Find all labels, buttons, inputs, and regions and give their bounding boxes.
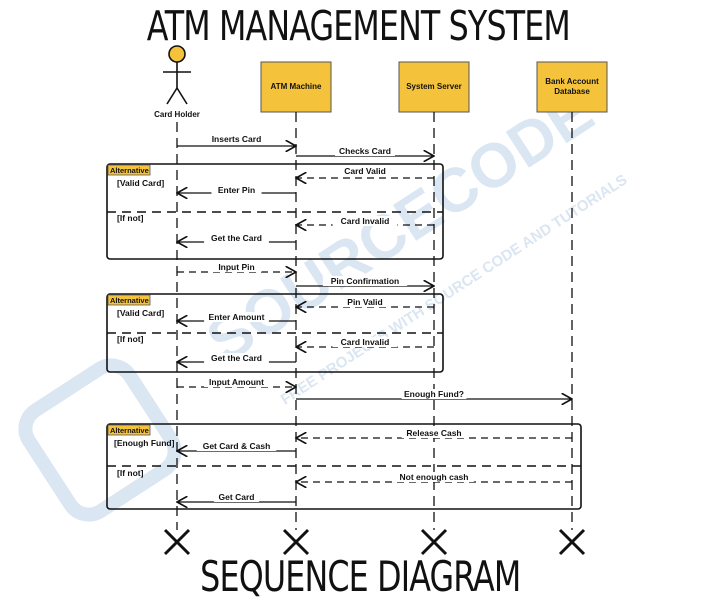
message-arrow: Pin Confirmation xyxy=(296,276,434,286)
message-label: Get Card & Cash xyxy=(203,441,271,451)
message-label: Not enough cash xyxy=(400,472,469,482)
frame-tag-label: Alternative xyxy=(110,296,149,305)
frame-guard: [If not] xyxy=(117,213,144,223)
message-arrow: Inserts Card xyxy=(177,134,296,146)
destroy-x-icon xyxy=(163,528,191,556)
actor-head-icon xyxy=(168,45,186,63)
message-label: Card Invalid xyxy=(341,216,390,226)
lifeline-label: System Server xyxy=(406,82,462,91)
message-arrow: Enter Pin xyxy=(177,185,296,195)
message-arrow: Enter Amount xyxy=(177,312,296,322)
message-arrow: Enough Fund? xyxy=(296,389,572,399)
alt-frame: Alternative [Valid Card] [If not] xyxy=(106,163,444,260)
frame-guard: [Valid Card] xyxy=(117,178,164,188)
diagram-subtitle: SEQUENCE DIAGRAM xyxy=(200,552,521,601)
destroy-x-icon xyxy=(420,528,448,556)
message-arrow: Pin Valid xyxy=(296,297,434,307)
destroy-x-icon xyxy=(558,528,586,556)
frame-guard: [Enough Fund] xyxy=(114,438,175,448)
message-label: Enter Pin xyxy=(218,185,255,195)
message-label: Pin Valid xyxy=(347,297,382,307)
message-label: Get the Card xyxy=(211,233,262,243)
message-label: Checks Card xyxy=(339,146,391,156)
destroy-x-icon xyxy=(282,528,310,556)
frame-guard: [If not] xyxy=(117,468,144,478)
message-arrow: Card Invalid xyxy=(296,337,434,347)
message-arrow: Checks Card xyxy=(296,146,434,156)
message-arrow: Get the Card xyxy=(177,233,296,243)
lifeline-atm: ATM Machine xyxy=(260,61,332,530)
lifeline-box xyxy=(536,61,608,113)
watermark-logo-icon xyxy=(18,358,182,522)
message-arrow: Get the Card xyxy=(177,353,296,363)
message-label: Get Card xyxy=(219,492,255,502)
message-arrow: Release Cash xyxy=(296,428,572,438)
frame-border xyxy=(106,423,582,510)
message-label: Pin Confirmation xyxy=(331,276,399,286)
message-arrow: Get Card & Cash xyxy=(177,441,296,451)
message-arrow: Not enough cash xyxy=(296,472,572,482)
message-label: Input Amount xyxy=(209,377,264,387)
diagram-title: ATM MANAGEMENT SYSTEM xyxy=(146,2,571,50)
message-arrow: Input Pin xyxy=(177,262,296,272)
alt-frame: Alternative [Valid Card] [If not] xyxy=(106,293,444,373)
message-label: Card Invalid xyxy=(341,337,390,347)
message-label: Input Pin xyxy=(218,262,254,272)
lifeline-label: ATM Machine xyxy=(271,82,323,91)
actor-card-holder: Card Holder xyxy=(154,45,200,119)
message-label: Enter Amount xyxy=(209,312,265,322)
frame-tag xyxy=(107,164,151,176)
message-arrow: Input Amount xyxy=(177,377,296,387)
frame-tag xyxy=(107,294,151,306)
lifeline-label: Database xyxy=(554,87,590,96)
message-arrow: Get Card xyxy=(177,492,296,502)
lifeline-box xyxy=(398,61,470,113)
message-label: Inserts Card xyxy=(212,134,262,144)
lifeline-label: Bank Account xyxy=(545,77,599,86)
message-arrow: Card Invalid xyxy=(296,216,434,226)
frame-guard: [If not] xyxy=(117,334,144,344)
frame-tag-label: Alternative xyxy=(110,426,149,435)
message-label: Card Valid xyxy=(344,166,386,176)
message-label: Get the Card xyxy=(211,353,262,363)
lifeline-box xyxy=(260,61,332,113)
frame-tag-label: Alternative xyxy=(110,166,149,175)
frame-guard: [Valid Card] xyxy=(117,308,164,318)
message-label: Enough Fund? xyxy=(404,389,464,399)
message-label: Release Cash xyxy=(406,428,461,438)
actor-label: Card Holder xyxy=(154,110,200,119)
message-arrow: Card Valid xyxy=(296,166,434,178)
lifeline-server: System Server xyxy=(398,61,470,530)
frame-tag xyxy=(107,424,151,436)
alt-frame: Alternative [Enough Fund] [If not] xyxy=(106,423,582,510)
